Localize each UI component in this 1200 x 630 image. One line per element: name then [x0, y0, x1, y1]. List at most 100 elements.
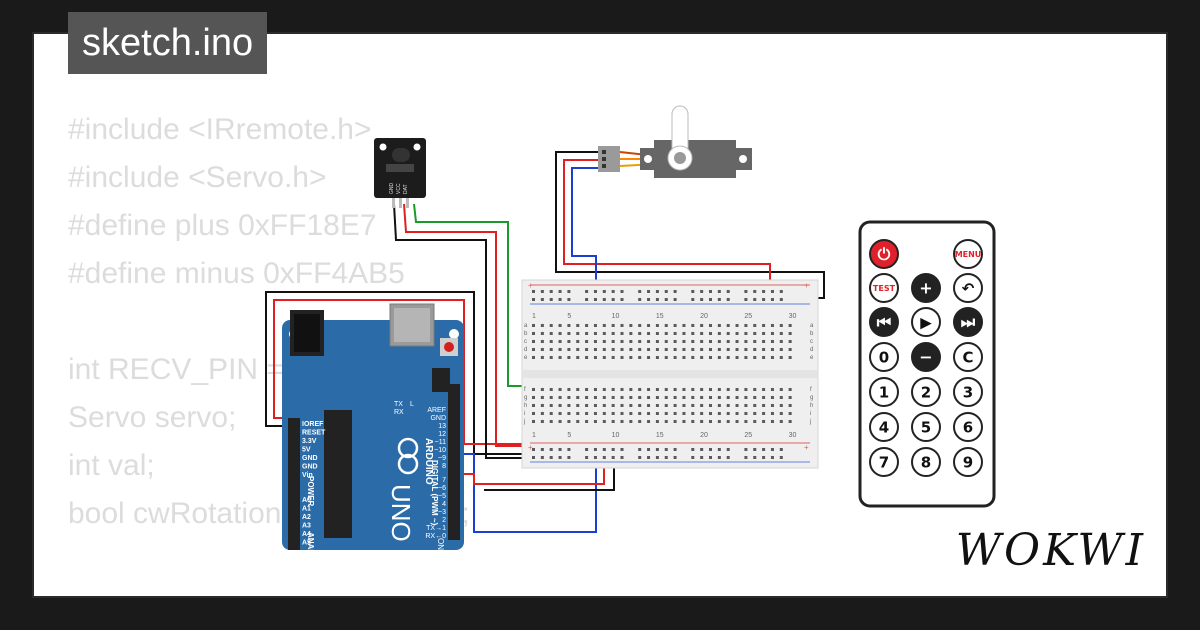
breadboard-hole[interactable]	[762, 340, 766, 343]
breadboard-hole[interactable]	[629, 340, 633, 343]
breadboard-hole[interactable]	[655, 290, 659, 293]
breadboard-hole[interactable]	[753, 456, 757, 459]
breadboard-hole[interactable]	[567, 348, 571, 351]
breadboard-hole[interactable]	[779, 456, 783, 459]
breadboard-hole[interactable]	[558, 420, 562, 423]
breadboard-hole[interactable]	[744, 356, 748, 359]
breadboard-hole[interactable]	[788, 348, 792, 351]
breadboard-hole[interactable]	[540, 290, 544, 293]
breadboard-hole[interactable]	[540, 420, 544, 423]
breadboard-hole[interactable]	[585, 340, 589, 343]
breadboard-hole[interactable]	[549, 340, 553, 343]
breadboard-hole[interactable]	[700, 348, 704, 351]
breadboard-hole[interactable]	[585, 420, 589, 423]
breadboard-hole[interactable]	[620, 324, 624, 327]
breadboard-hole[interactable]	[647, 356, 651, 359]
prev-button[interactable]: ⏮	[869, 307, 899, 337]
breadboard-hole[interactable]	[585, 412, 589, 415]
breadboard-hole[interactable]	[673, 290, 677, 293]
breadboard-hole[interactable]	[735, 324, 739, 327]
breadboard-hole[interactable]	[726, 420, 730, 423]
breadboard-hole[interactable]	[717, 340, 721, 343]
breadboard-hole[interactable]	[532, 420, 535, 423]
breadboard-hole[interactable]	[664, 298, 668, 301]
breadboard-hole[interactable]	[655, 356, 659, 359]
breadboard-hole[interactable]	[576, 348, 580, 351]
breadboard-hole[interactable]	[691, 356, 695, 359]
breadboard-hole[interactable]	[638, 396, 642, 399]
breadboard-hole[interactable]	[682, 324, 686, 327]
plus-button[interactable]: +	[911, 273, 941, 303]
breadboard-hole[interactable]	[532, 298, 535, 301]
breadboard-hole[interactable]	[753, 298, 757, 301]
breadboard-hole[interactable]	[709, 332, 712, 335]
breadboard-hole[interactable]	[655, 412, 659, 415]
breadboard-hole[interactable]	[709, 388, 712, 391]
breadboard-hole[interactable]	[664, 324, 668, 327]
breadboard-hole[interactable]	[664, 404, 668, 407]
breadboard-hole[interactable]	[540, 396, 544, 399]
breadboard-hole[interactable]	[647, 448, 651, 451]
breadboard-hole[interactable]	[567, 456, 571, 459]
breadboard-hole[interactable]	[744, 396, 748, 399]
breadboard-hole[interactable]	[540, 348, 544, 351]
breadboard-hole[interactable]	[576, 324, 580, 327]
breadboard-hole[interactable]	[682, 356, 686, 359]
breadboard-hole[interactable]	[532, 396, 535, 399]
breadboard-hole[interactable]	[567, 340, 571, 343]
breadboard-hole[interactable]	[664, 420, 668, 423]
breadboard-hole[interactable]	[753, 404, 757, 407]
breadboard-hole[interactable]	[647, 388, 651, 391]
breadboard-hole[interactable]	[638, 404, 642, 407]
breadboard-hole[interactable]	[655, 348, 659, 351]
breadboard-hole[interactable]	[585, 396, 589, 399]
breadboard-hole[interactable]	[735, 396, 739, 399]
breadboard-hole[interactable]	[638, 324, 642, 327]
breadboard-hole[interactable]	[655, 448, 659, 451]
breadboard-hole[interactable]	[788, 388, 792, 391]
breadboard-hole[interactable]	[709, 356, 712, 359]
breadboard-hole[interactable]	[540, 298, 544, 301]
breadboard-hole[interactable]	[620, 356, 624, 359]
breadboard-hole[interactable]	[532, 348, 535, 351]
breadboard-hole[interactable]	[762, 298, 766, 301]
breadboard-hole[interactable]	[593, 348, 597, 351]
breadboard-hole[interactable]	[664, 448, 668, 451]
breadboard-hole[interactable]	[700, 298, 704, 301]
breadboard-hole[interactable]	[788, 356, 792, 359]
breadboard-hole[interactable]	[602, 388, 606, 391]
breadboard-hole[interactable]	[779, 396, 783, 399]
breadboard-hole[interactable]	[585, 298, 589, 301]
breadboard-hole[interactable]	[558, 340, 562, 343]
breadboard-hole[interactable]	[647, 340, 651, 343]
breadboard-hole[interactable]	[726, 412, 730, 415]
breadboard-hole[interactable]	[602, 448, 606, 451]
breadboard-hole[interactable]	[558, 356, 562, 359]
breadboard-hole[interactable]	[744, 456, 748, 459]
breadboard-hole[interactable]	[788, 412, 792, 415]
breadboard-hole[interactable]	[655, 404, 659, 407]
breadboard-hole[interactable]	[744, 404, 748, 407]
breadboard-hole[interactable]	[726, 396, 730, 399]
breadboard-hole[interactable]	[673, 456, 677, 459]
breadboard-hole[interactable]	[655, 324, 659, 327]
breadboard-hole[interactable]	[549, 396, 553, 399]
breadboard-hole[interactable]	[549, 456, 553, 459]
breadboard-hole[interactable]	[682, 348, 686, 351]
breadboard-hole[interactable]	[593, 448, 597, 451]
power-button[interactable]: ⏻	[869, 239, 899, 269]
breadboard-hole[interactable]	[540, 456, 544, 459]
breadboard-hole[interactable]	[779, 324, 783, 327]
breadboard-hole[interactable]	[735, 388, 739, 391]
breadboard-hole[interactable]	[735, 356, 739, 359]
breadboard-hole[interactable]	[532, 404, 535, 407]
breadboard-hole[interactable]	[779, 388, 783, 391]
breadboard-hole[interactable]	[717, 348, 721, 351]
breadboard-hole[interactable]	[558, 348, 562, 351]
breadboard-holes[interactable]	[532, 290, 792, 459]
breadboard-hole[interactable]	[558, 448, 562, 451]
breadboard-hole[interactable]	[762, 388, 766, 391]
breadboard-hole[interactable]	[753, 356, 757, 359]
breadboard-hole[interactable]	[788, 420, 792, 423]
